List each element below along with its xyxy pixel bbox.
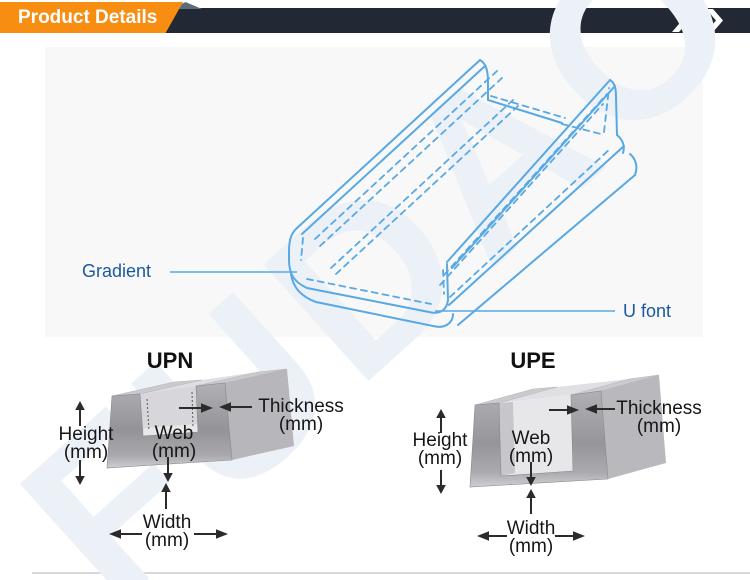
banner-title: Product Details: [18, 7, 158, 28]
upn-web-arrow-down-icon: [163, 457, 173, 482]
upn-thickness-label-unit: (mm): [278, 414, 324, 435]
upe-width-arrow-left-icon: [477, 531, 507, 541]
upe-channel-image: [469, 374, 666, 488]
upe-web-arrow-down-icon: [526, 462, 536, 486]
upe-title: UPE: [510, 348, 556, 373]
upn-channel-image: [106, 368, 294, 469]
upe-thickness-label-text: Thickness: [616, 398, 702, 419]
upe-height-arrow-up-icon: [436, 409, 446, 433]
upn-thickness-label-text: Thickness: [258, 396, 344, 417]
upn-height-label: Height (mm): [44, 424, 128, 463]
upn-width-label-text: Width: [142, 512, 192, 533]
upe-thickness-arrow-left-icon: [585, 404, 615, 414]
upe-thickness-label-unit: (mm): [636, 416, 682, 437]
upn-height-arrow-down-icon: [75, 460, 85, 485]
upn-width-label-unit: (mm): [144, 530, 190, 551]
upe-thickness-arrow-right-icon: [549, 405, 579, 415]
u-channel-wireframe-drawing: [170, 59, 638, 328]
upe-web-label-text: Web: [511, 428, 551, 449]
triple-right-chevron-icon: [672, 9, 723, 32]
upn-width-arrow-up-icon: [161, 483, 171, 509]
u-font-label: U font: [623, 301, 672, 321]
upn-thickness-label: Thickness (mm): [247, 396, 355, 435]
upn-height-label-unit: (mm): [63, 442, 109, 463]
upn-width-arrow-left-icon: [109, 529, 142, 539]
banner-ribbon: Product Details: [0, 2, 183, 33]
upn-thickness-arrow-left-icon: [219, 402, 252, 412]
upe-web-label-unit: (mm): [508, 446, 554, 467]
wireframe-panel: [45, 47, 703, 337]
upe-width-arrow-up-icon: [526, 489, 536, 514]
gradient-label: Gradient: [82, 261, 152, 281]
upe-width-label: Width (mm): [489, 518, 573, 557]
bottom-divider: [32, 572, 750, 574]
upe-height-arrow-down-icon: [436, 470, 446, 494]
upe-width-arrow-right-icon: [555, 531, 585, 541]
upe-height-label: Height (mm): [398, 430, 482, 469]
upe-width-label-unit: (mm): [508, 536, 554, 557]
upe-height-label-unit: (mm): [417, 448, 463, 469]
banner-fold-triangle: [172, 2, 202, 9]
upe-web-label: Web (mm): [489, 428, 573, 467]
upn-height-label-text: Height: [58, 424, 114, 445]
upn-web-label-text: Web: [154, 423, 194, 444]
upn-title: UPN: [146, 348, 194, 373]
upn-web-label: Web (mm): [132, 423, 216, 462]
upe-thickness-label: Thickness (mm): [605, 398, 713, 437]
upn-width-arrow-right-icon: [194, 529, 228, 539]
upn-web-label-unit: (mm): [151, 441, 197, 462]
upe-width-label-text: Width: [506, 518, 556, 539]
upn-width-label: Width (mm): [125, 512, 209, 551]
upe-height-label-text: Height: [412, 430, 468, 451]
upn-thickness-arrow-right-icon: [179, 403, 213, 413]
upn-height-arrow-up-icon: [75, 401, 85, 426]
